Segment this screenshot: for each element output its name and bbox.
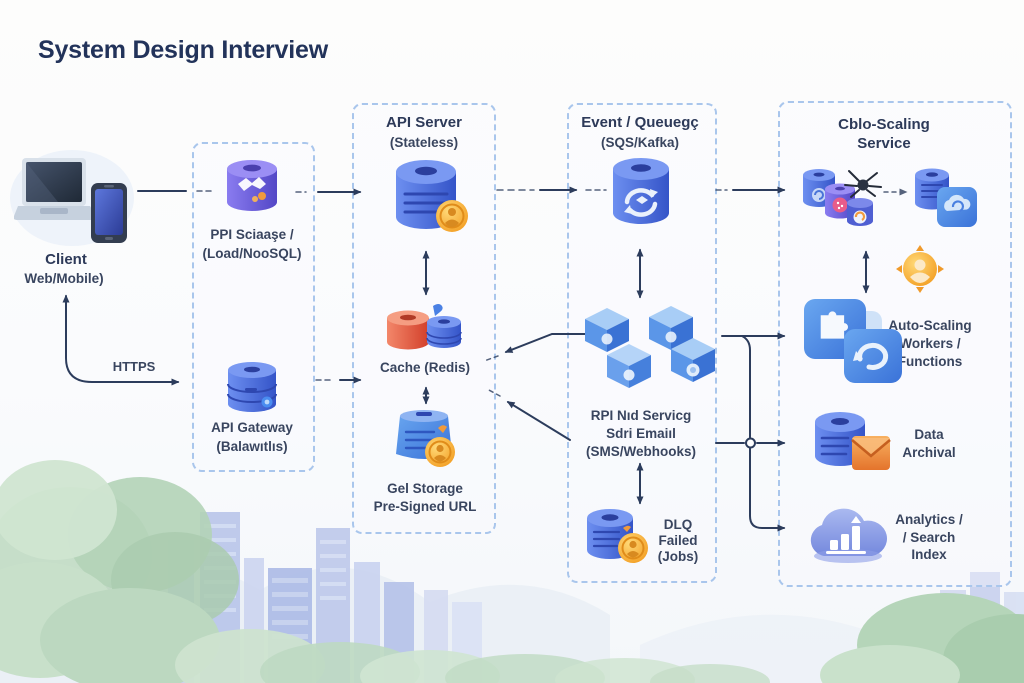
api-gateway-db-icon	[227, 362, 277, 412]
api-server-db-icon	[396, 160, 468, 232]
cache-label: Cache (Redis)	[379, 360, 471, 375]
object-storage-icon	[396, 410, 455, 467]
api-server-title-1: API Server	[386, 114, 462, 131]
notification-label-3: (SMS/Webhooks)	[585, 444, 697, 459]
event-queue-title-2: (SQS/Kafka)	[600, 135, 680, 150]
client-label: Client	[45, 251, 87, 268]
event-queue-title-1: Event / Queuegç	[581, 114, 699, 131]
archival-label-1: Data	[914, 427, 944, 442]
trees-right	[820, 593, 1024, 683]
https-label: HTTPS	[112, 359, 156, 374]
envelope-icon	[851, 436, 891, 470]
api-server-title-2: (Stateless)	[389, 135, 459, 150]
laptop-icon	[14, 158, 96, 220]
bushes	[175, 629, 770, 683]
page-title: System Design Interview	[38, 36, 328, 64]
workers-label-2: Workers /	[899, 336, 961, 351]
workers-label-3: Functions	[897, 354, 963, 369]
background-scenery	[0, 460, 1024, 683]
notification-label-2: Sdri Emaiıl	[606, 426, 676, 441]
spider-icon	[844, 170, 882, 198]
gateway-top-label-2: (Load/NooSQL)	[202, 246, 302, 261]
data-archival-icon	[815, 412, 891, 470]
workers-functions-icon	[804, 299, 902, 383]
dlq-label-1: DLQ	[663, 517, 693, 532]
scheduler-user-icon	[896, 245, 944, 293]
analytics-label-1: Analytics /	[895, 512, 963, 527]
dlq-db-icon	[587, 509, 648, 563]
gateway-bottom-label-1: API Gateway	[211, 420, 293, 435]
analytics-label-2: / Search	[902, 530, 956, 545]
notification-label-1: RPI Nıd Servicg	[590, 408, 692, 423]
storage-label-2: Pre-Signed URL	[373, 499, 477, 514]
cache-redis-icon	[387, 304, 462, 350]
analytics-label-3: Index	[911, 547, 947, 562]
storage-label-1: Gel Storage	[387, 481, 463, 496]
worker-cubes-icon	[585, 306, 715, 388]
client-sublabel: Web/Mobile)	[24, 271, 104, 286]
scaling-cluster-icon	[803, 168, 977, 227]
workers-label-1: Auto-Scaling	[888, 318, 972, 333]
event-queue-db-icon	[613, 158, 669, 224]
load-balancer-db-icon	[227, 160, 277, 211]
gateway-bottom-label-2: (Balawıtlıs)	[216, 439, 288, 454]
trees-left	[0, 460, 239, 683]
dlq-label-2: Failed	[658, 533, 698, 548]
scaling-title-1: Cblo-Scaling	[838, 116, 930, 133]
smartphone-icon	[91, 183, 127, 243]
archival-label-2: Archival	[902, 445, 956, 460]
gateway-top-label-1: PPI Sciaaşe /	[210, 227, 294, 242]
scaling-title-2: Service	[857, 135, 911, 152]
analytics-cloud-icon	[810, 508, 888, 563]
dlq-label-3: (Jobs)	[657, 549, 699, 564]
